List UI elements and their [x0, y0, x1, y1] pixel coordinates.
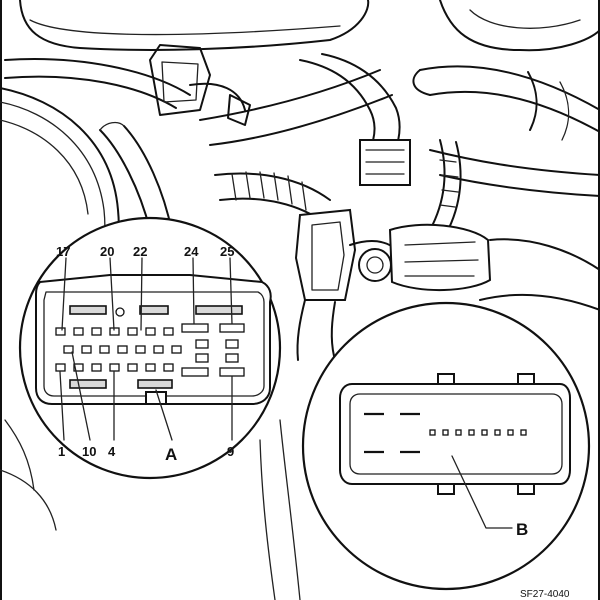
- connector-b-small-pins: [429, 429, 527, 436]
- pin-leaders: [59, 257, 233, 441]
- connector-b-label: B: [516, 520, 528, 539]
- pin-label-24: 24: [184, 244, 199, 259]
- connector-detail-right: B: [301, 301, 591, 591]
- pin-label-25: 25: [220, 244, 234, 259]
- label-b-leader: [451, 455, 513, 529]
- connector-detail-left: 17 20 22 24 25 1 10 4 A 9: [18, 216, 282, 480]
- connector-b-housing: [339, 383, 571, 485]
- figure-code: SF27-4040: [520, 589, 570, 600]
- pin-label-9: 9: [227, 444, 234, 459]
- pin-label-a: A: [165, 445, 177, 464]
- pin-label-1: 1: [58, 444, 65, 459]
- pin-label-20: 20: [100, 244, 114, 259]
- pin-label-22: 22: [133, 244, 147, 259]
- pin-grid: [55, 323, 245, 377]
- pin-label-17: 17: [56, 244, 70, 259]
- pin-label-10: 10: [82, 444, 96, 459]
- pin-label-4: 4: [108, 444, 116, 459]
